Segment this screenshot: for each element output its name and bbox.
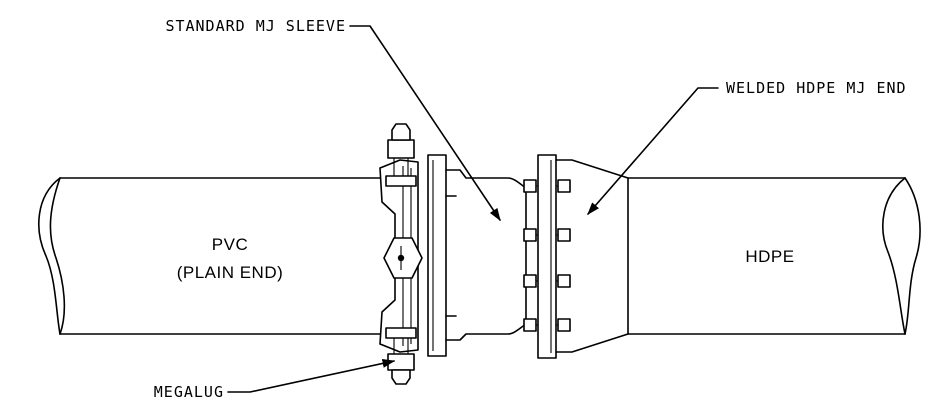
sleeve-callout: STANDARD MJ SLEEVE <box>165 17 346 35</box>
hdpe-label: HDPE <box>745 247 794 266</box>
hdpe-end-callout: WELDED HDPE MJ END <box>726 79 907 97</box>
hdpe-end-leader <box>587 87 719 215</box>
pvc-end-label: (PLAIN END) <box>177 263 284 282</box>
pvc-label: PVC <box>212 235 248 254</box>
mj-tbolt <box>523 179 571 193</box>
pvc-pipe <box>38 177 389 335</box>
mj-tbolt <box>523 228 571 242</box>
mj-sleeve <box>427 154 527 357</box>
mj-tbolt <box>523 318 571 332</box>
mj-tbolt <box>523 274 571 288</box>
megalug-restraint <box>379 123 423 385</box>
hdpe-mj-end <box>523 154 629 359</box>
hdpe-pipe <box>627 177 921 335</box>
megalug-callout: MEGALUG <box>154 383 224 401</box>
megalug-leader <box>227 359 396 393</box>
sleeve-leader <box>349 25 501 222</box>
